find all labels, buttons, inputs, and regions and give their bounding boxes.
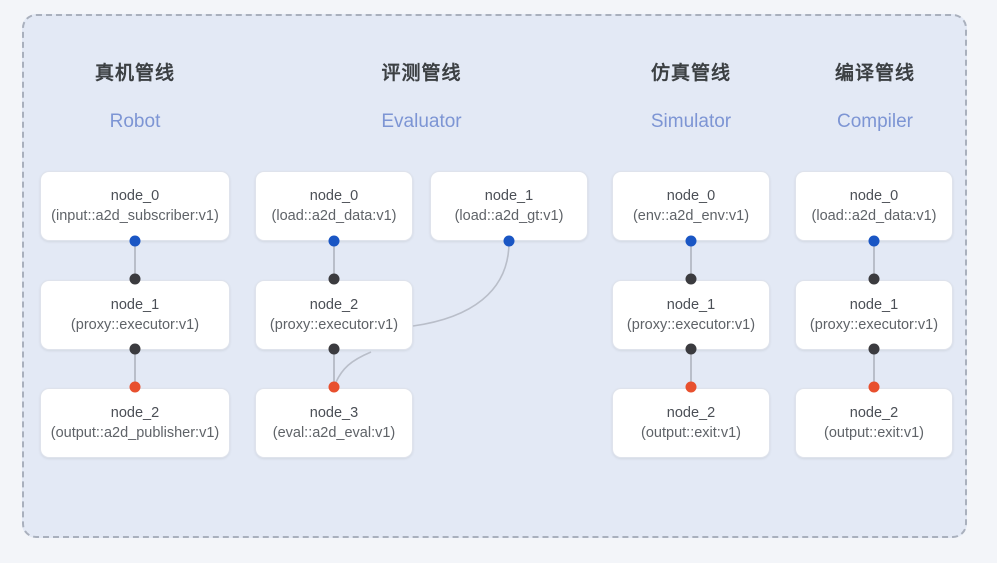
edge-simulator-1-2: [690, 349, 692, 388]
port-output-evaluator-2[interactable]: [328, 343, 340, 355]
node-evaluator-2[interactable]: node_2 (proxy::executor:v1): [255, 280, 413, 350]
column-title-cn-evaluator: 评测管线: [381, 63, 462, 84]
column-title-cn-simulator: 仿真管线: [650, 63, 731, 84]
node-name: node_1: [110, 296, 160, 313]
node-spec: (eval::a2d_eval:v1): [272, 424, 396, 441]
edge-simulator-0-1: [690, 241, 692, 279]
port-output-robot-0[interactable]: [129, 235, 141, 247]
node-name: node_2: [110, 404, 160, 421]
port-input-compiler-2[interactable]: [868, 381, 880, 393]
node-spec: (input::a2d_subscriber:v1): [51, 207, 219, 224]
node-robot-0[interactable]: node_0 (input::a2d_subscriber:v1): [40, 171, 230, 241]
node-name: node_1: [484, 187, 534, 204]
node-robot-2[interactable]: node_2 (output::a2d_publisher:v1): [40, 388, 230, 458]
node-spec: (proxy::executor:v1): [269, 316, 399, 333]
node-simulator-0[interactable]: node_0 (env::a2d_env:v1): [612, 171, 770, 241]
node-simulator-2[interactable]: node_2 (output::exit:v1): [612, 388, 770, 458]
node-simulator-1[interactable]: node_1 (proxy::executor:v1): [612, 280, 770, 350]
node-spec: (output::exit:v1): [641, 424, 741, 441]
node-robot-1[interactable]: node_1 (proxy::executor:v1): [40, 280, 230, 350]
port-output-simulator-1[interactable]: [685, 343, 697, 355]
port-input-robot-1[interactable]: [129, 273, 141, 285]
node-spec: (output::exit:v1): [824, 424, 924, 441]
node-name: node_2: [666, 404, 716, 421]
edge-robot-0-1: [134, 241, 136, 279]
node-compiler-0[interactable]: node_0 (load::a2d_data:v1): [795, 171, 953, 241]
column-title-cn-compiler: 编译管线: [834, 63, 915, 84]
port-output-compiler-0[interactable]: [868, 235, 880, 247]
node-compiler-1[interactable]: node_1 (proxy::executor:v1): [795, 280, 953, 350]
edge-compiler-1-2: [873, 349, 875, 388]
column-header-evaluator: 评测管线 Evaluator: [255, 62, 588, 134]
node-evaluator-1-gt[interactable]: node_1 (load::a2d_gt:v1): [430, 171, 588, 241]
column-header-robot: 真机管线 Robot: [40, 62, 230, 134]
column-title-en-simulator: Simulator: [650, 111, 732, 132]
node-name: node_2: [849, 404, 899, 421]
node-spec: (proxy::executor:v1): [626, 316, 756, 333]
node-spec: (proxy::executor:v1): [70, 316, 200, 333]
node-spec: (output::a2d_publisher:v1): [50, 424, 220, 441]
port-input-robot-2[interactable]: [129, 381, 141, 393]
column-title-en-robot: Robot: [109, 111, 161, 132]
column-title-en-evaluator: Evaluator: [381, 111, 462, 132]
node-spec: (load::a2d_gt:v1): [454, 207, 564, 224]
node-name: node_0: [849, 187, 899, 204]
node-spec: (proxy::executor:v1): [809, 316, 939, 333]
node-name: node_1: [666, 296, 716, 313]
edge-robot-1-2: [134, 349, 136, 388]
port-input-compiler-1[interactable]: [868, 273, 880, 285]
column-header-compiler: 编译管线 Compiler: [795, 62, 955, 134]
node-name: node_0: [309, 187, 359, 204]
node-evaluator-3[interactable]: node_3 (eval::a2d_eval:v1): [255, 388, 413, 458]
node-name: node_3: [309, 404, 359, 421]
port-input-evaluator-2[interactable]: [328, 273, 340, 285]
port-output-evaluator-0[interactable]: [328, 235, 340, 247]
column-header-simulator: 仿真管线 Simulator: [612, 62, 770, 134]
port-output-simulator-0[interactable]: [685, 235, 697, 247]
port-input-evaluator-3[interactable]: [328, 381, 340, 393]
node-evaluator-0[interactable]: node_0 (load::a2d_data:v1): [255, 171, 413, 241]
node-name: node_0: [666, 187, 716, 204]
node-spec: (env::a2d_env:v1): [632, 207, 750, 224]
port-output-robot-1[interactable]: [129, 343, 141, 355]
port-output-evaluator-1-gt[interactable]: [503, 235, 515, 247]
port-input-simulator-1[interactable]: [685, 273, 697, 285]
edge-evaluator-0-2: [333, 241, 335, 279]
column-title-en-compiler: Compiler: [836, 111, 914, 132]
node-spec: (load::a2d_data:v1): [271, 207, 397, 224]
node-name: node_2: [309, 296, 359, 313]
node-spec: (load::a2d_data:v1): [811, 207, 937, 224]
node-name: node_0: [110, 187, 160, 204]
column-title-cn-robot: 真机管线: [94, 63, 175, 84]
port-output-compiler-1[interactable]: [868, 343, 880, 355]
edge-compiler-0-1: [873, 241, 875, 279]
port-input-simulator-2[interactable]: [685, 381, 697, 393]
node-name: node_1: [849, 296, 899, 313]
node-compiler-2[interactable]: node_2 (output::exit:v1): [795, 388, 953, 458]
